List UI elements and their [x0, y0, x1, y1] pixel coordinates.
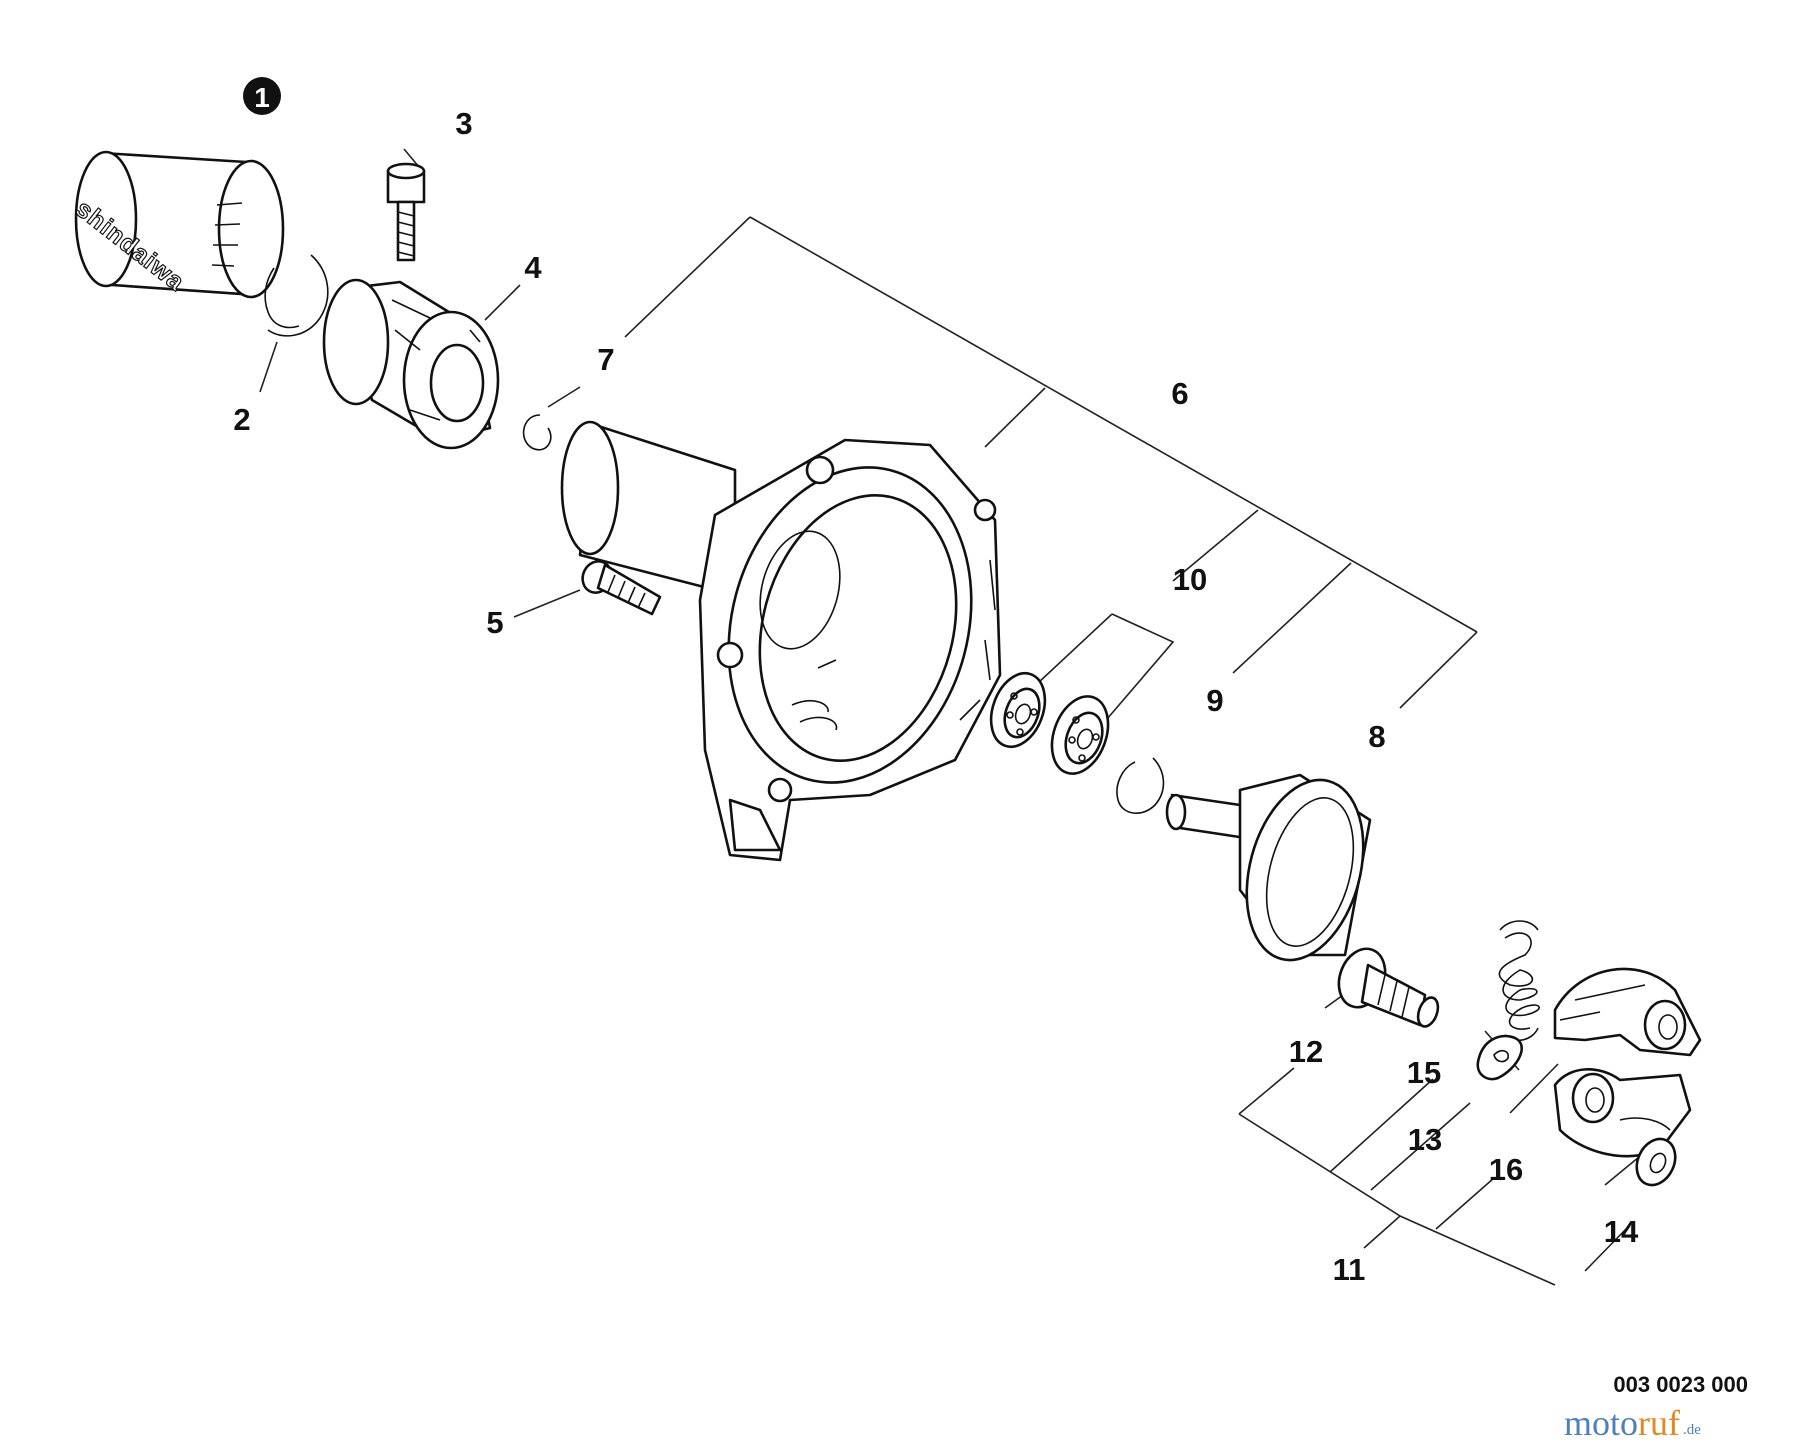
callout-11: 11: [1333, 1252, 1366, 1287]
part-snap-ring-large: [264, 254, 329, 337]
part-plate: [1476, 1034, 1523, 1081]
part-clutch-shoe-upper: [1553, 967, 1702, 1057]
part-bolt-vertical: [386, 162, 426, 262]
callout-2: 2: [233, 402, 250, 437]
part-shoulder-bolt: [1337, 947, 1440, 1028]
callout-13: 13: [1408, 1122, 1442, 1157]
callout-9: 9: [1206, 683, 1223, 718]
part-spring: [1498, 920, 1540, 1042]
part-bearing-left: [989, 671, 1047, 749]
diagram-code: 003 0023 000: [1613, 1372, 1748, 1397]
callout-5: 5: [486, 605, 503, 640]
svg-text:motoruf: motoruf: [1564, 1403, 1680, 1443]
callout-7: 7: [597, 342, 614, 377]
callout-16: 16: [1489, 1152, 1523, 1187]
part-circlip-medium: [1116, 757, 1165, 814]
watermark-part2: ruf: [1638, 1403, 1680, 1443]
part-clutch-drum: [1165, 773, 1372, 962]
part-bolt-horizontal: [581, 560, 662, 616]
callout-3: 3: [455, 106, 472, 141]
part-washer: [1635, 1137, 1677, 1187]
part-sleeve: shindaiwa: [70, 150, 285, 299]
watermark-part1: moto: [1564, 1403, 1638, 1443]
callout-4: 4: [524, 250, 542, 285]
watermark-logo: motoruf .de: [1564, 1403, 1701, 1443]
callout-14: 14: [1604, 1214, 1639, 1249]
part-clutch-housing: [560, 420, 1002, 862]
callout-1-marker: 1: [243, 77, 281, 115]
callout-10: 10: [1173, 562, 1207, 597]
callout-12: 12: [1289, 1034, 1323, 1069]
callout-labels: 2 3 4 5 6 7 8 9 10 11 12 13 14 15 16: [233, 106, 1639, 1287]
watermark-suffix: .de: [1683, 1422, 1701, 1438]
callout-15: 15: [1407, 1055, 1441, 1090]
part-bearing-right: [1050, 695, 1110, 775]
callout-8: 8: [1368, 719, 1385, 754]
callout-1: 1: [254, 82, 270, 113]
leader-lines: [226, 148, 1663, 1286]
part-clamp-adapter: [322, 278, 500, 450]
callout-6: 6: [1171, 376, 1188, 411]
part-circlip-small: [522, 414, 552, 451]
